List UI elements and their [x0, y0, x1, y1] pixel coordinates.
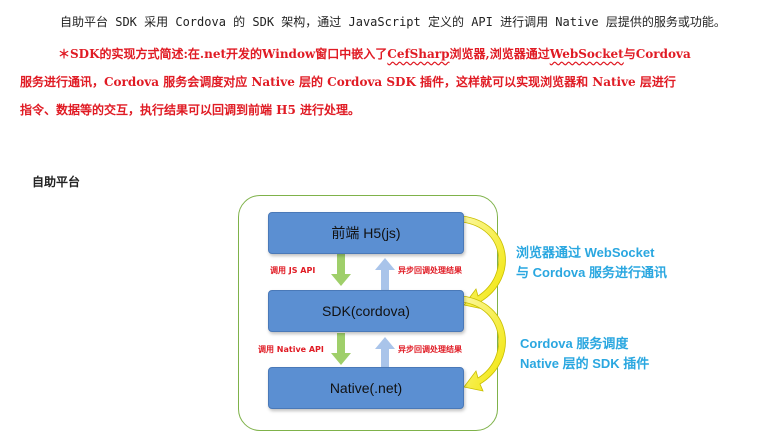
- label-call-js-api: 调用 JS API: [270, 266, 316, 275]
- box-frontend-h5-label: 前端 H5(js): [331, 225, 401, 241]
- summary-line-1-mid: 浏览器,浏览器通过: [449, 47, 550, 61]
- side-note-plugin: Cordova 服务调度 Native 层的 SDK 插件: [520, 334, 649, 374]
- down-arrow-call-native: [331, 333, 351, 365]
- websocket-term: WebSocket: [549, 47, 624, 61]
- summary-line-3: 指令、数据等的交互，执行结果可以回调到前端 H5 进行处理。: [20, 103, 361, 117]
- curved-arrow-plugin: [461, 295, 506, 392]
- box-native-net: Native(.net): [268, 367, 464, 409]
- side-note-plugin-line-1: Cordova 服务调度: [520, 336, 629, 351]
- box-frontend-h5: 前端 H5(js): [268, 212, 464, 254]
- box-sdk-cordova: SDK(cordova): [268, 290, 464, 332]
- summary-line-1-start: ＊SDK的实现方式简述:在.net开发的Window窗口中嵌入了: [58, 47, 388, 61]
- intro-paragraph: 自助平台 SDK 采用 Cordova 的 SDK 架构，通过 JavaScri…: [60, 15, 726, 29]
- section-title: 自助平台: [32, 175, 81, 189]
- down-arrow-call-js: [331, 254, 351, 286]
- summary-line-1: ＊SDK的实现方式简述:在.net开发的Window窗口中嵌入了CefSharp…: [20, 40, 745, 68]
- summary-line-2: 服务进行通讯，Cordova 服务会调度对应 Native 层的 Cordova…: [20, 75, 676, 89]
- up-arrow-callback-1: [375, 258, 395, 290]
- box-sdk-cordova-label: SDK(cordova): [322, 303, 410, 319]
- cefsharp-term: CefSharp: [387, 47, 450, 61]
- label-async-callback-1: 异步回调处理结果: [398, 266, 462, 275]
- side-note-websocket-line-2: 与 Cordova 服务进行通讯: [516, 265, 667, 280]
- side-note-plugin-line-2: Native 层的 SDK 插件: [520, 356, 650, 371]
- label-async-callback-2: 异步回调处理结果: [398, 345, 462, 354]
- side-note-websocket-line-1: 浏览器通过 WebSocket: [516, 245, 655, 260]
- side-note-websocket: 浏览器通过 WebSocket 与 Cordova 服务进行通讯: [516, 243, 667, 283]
- up-arrow-callback-2: [375, 337, 395, 369]
- summary-line-1-end: 与Cordova: [623, 47, 691, 61]
- label-call-native-api: 调用 Native API: [258, 345, 324, 354]
- curved-arrow-websocket: [461, 215, 506, 310]
- box-native-net-label: Native(.net): [329, 380, 403, 396]
- summary-paragraph: ＊SDK的实现方式简述:在.net开发的Window窗口中嵌入了CefSharp…: [20, 40, 745, 124]
